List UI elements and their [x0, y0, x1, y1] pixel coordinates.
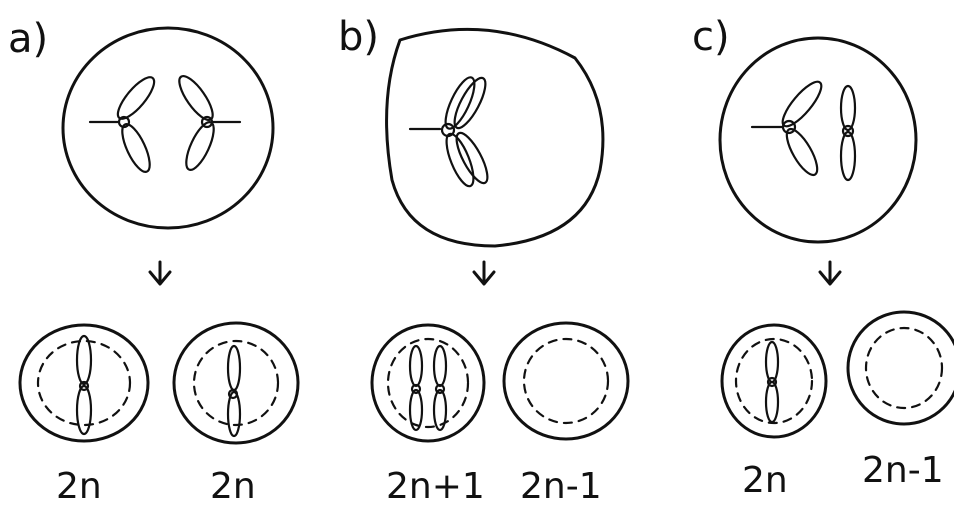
parent-cell-a — [63, 28, 273, 228]
chromosome-a-right — [174, 72, 240, 174]
panel-a: a) — [8, 16, 298, 507]
ploidy-label-a2: 2n — [210, 466, 256, 507]
ploidy-label-a1: 2n — [56, 466, 102, 507]
panel-label-c: c) — [692, 14, 730, 60]
arrow-b — [474, 262, 494, 284]
arrow-a — [150, 262, 170, 284]
ploidy-label-c1: 2n — [742, 460, 788, 501]
panel-label-a: a) — [8, 16, 48, 62]
chromosome-pair-b — [410, 74, 493, 190]
panel-b: b) 2n+ — [338, 14, 628, 507]
ploidy-label-c2: 2n-1 — [862, 450, 944, 491]
arrow-c — [820, 262, 840, 284]
chromosome-c-right — [841, 86, 855, 180]
ploidy-label-b2: 2n-1 — [520, 466, 602, 507]
panel-c: c) 2n — [692, 14, 954, 501]
daughter-cell-b2 — [504, 323, 628, 439]
panel-label-b: b) — [338, 14, 379, 60]
ploidy-label-b1: 2n+1 — [386, 466, 485, 507]
daughter-cell-a1 — [20, 325, 148, 441]
parent-cell-b — [387, 29, 603, 246]
chromosome-c-left — [752, 77, 827, 179]
daughter-cell-b1 — [372, 325, 484, 441]
daughter-cell-c1 — [722, 325, 826, 437]
daughter-cell-a2 — [174, 323, 298, 443]
chromosome-a-left — [90, 72, 160, 175]
daughter-cell-c2 — [848, 312, 954, 424]
parent-cell-c — [720, 38, 916, 242]
